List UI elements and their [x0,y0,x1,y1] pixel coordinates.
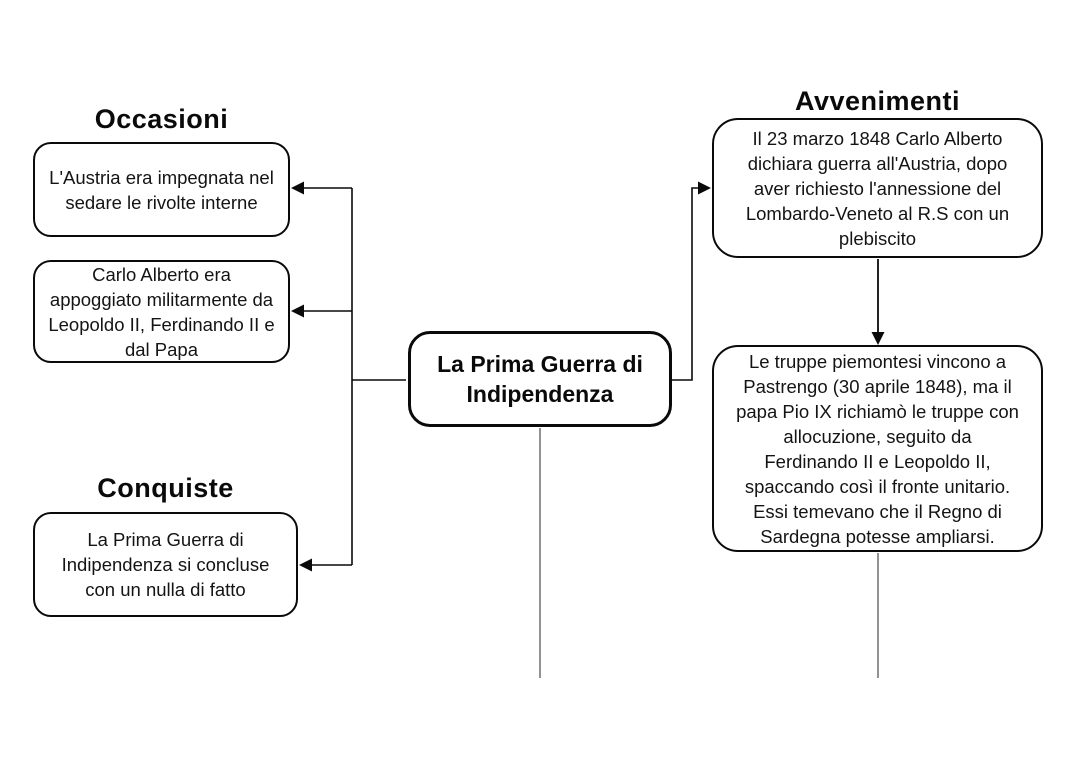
arrowhead-conquiste-1 [299,558,312,572]
section-heading-occasioni: Occasioni [94,104,229,134]
node-occasioni-2[interactable]: Carlo Alberto era appoggiato militarment… [33,260,290,363]
arrowhead-occasioni-1 [291,181,304,195]
node-occasioni-1-text: L'Austria era impegnata nel sedare le ri… [49,166,274,213]
node-conquiste-1[interactable]: La Prima Guerra di Indipendenza si concl… [33,512,298,617]
section-heading-conquiste: Conquiste [97,473,234,503]
node-avvenimenti-1[interactable]: Il 23 marzo 1848 Carlo Alberto dichiara … [712,118,1043,258]
node-avvenimenti-2[interactable]: Le truppe piemontesi vincono a Pastrengo… [712,345,1043,552]
connector-center-to-avvenimenti-1 [670,187,699,381]
node-occasioni-2-text: Carlo Alberto era appoggiato militarment… [48,263,275,360]
arrowhead-avvenimenti-2 [871,332,885,345]
arrowhead-occasioni-2 [291,304,304,318]
node-avvenimenti-1-text: Il 23 marzo 1848 Carlo Alberto dichiara … [745,127,1010,249]
node-avvenimenti-2-text: Le truppe piemontesi vincono a Pastrengo… [736,350,1019,547]
node-center-title[interactable]: La Prima Guerra di Indipendenza [408,331,672,427]
section-heading-avvenimenti: Avvenimenti [794,86,961,116]
node-occasioni-1[interactable]: L'Austria era impegnata nel sedare le ri… [33,142,290,237]
node-conquiste-1-text: La Prima Guerra di Indipendenza si concl… [61,529,270,600]
node-center-title-text: La Prima Guerra di Indipendenza [437,351,643,407]
arrowhead-avvenimenti-1 [698,181,711,195]
